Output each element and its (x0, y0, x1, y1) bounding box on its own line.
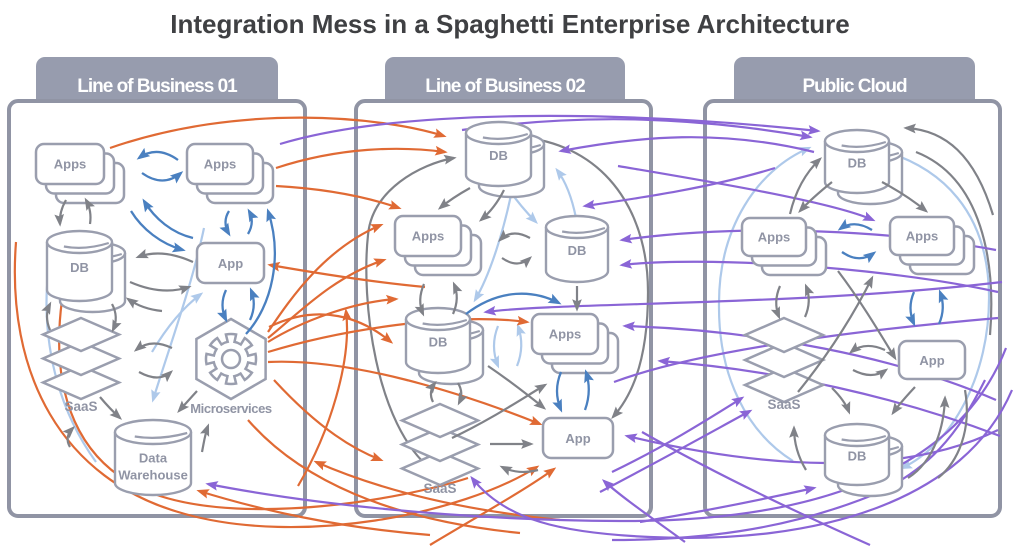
svg-text:App: App (218, 256, 243, 271)
svg-text:Apps: Apps (549, 327, 582, 342)
svg-text:DB: DB (70, 260, 89, 275)
svg-text:Apps: Apps (412, 229, 445, 244)
svg-text:Line of Business 01: Line of Business 01 (77, 76, 238, 97)
svg-text:Apps: Apps (204, 157, 237, 172)
svg-text:SaaS: SaaS (423, 481, 456, 496)
svg-text:Warehouse: Warehouse (118, 468, 188, 483)
svg-text:App: App (565, 431, 590, 446)
svg-text:DB: DB (568, 243, 587, 258)
svg-text:DB: DB (429, 335, 448, 350)
svg-text:Apps: Apps (54, 157, 87, 172)
svg-text:SaaS: SaaS (64, 399, 97, 414)
svg-text:DB: DB (848, 449, 867, 464)
svg-text:Public Cloud: Public Cloud (802, 76, 907, 97)
svg-text:DB: DB (489, 148, 508, 163)
svg-text:Line of Business 02: Line of Business 02 (425, 76, 585, 97)
svg-text:App: App (919, 353, 944, 368)
svg-text:SaaS: SaaS (767, 397, 800, 412)
svg-text:Data: Data (139, 451, 168, 466)
svg-text:Integration Mess in a Spaghett: Integration Mess in a Spaghetti Enterpri… (170, 9, 850, 39)
svg-text:Apps: Apps (758, 230, 791, 245)
svg-text:Microservices: Microservices (190, 401, 272, 416)
svg-text:Apps: Apps (906, 229, 939, 244)
svg-text:DB: DB (848, 156, 867, 171)
